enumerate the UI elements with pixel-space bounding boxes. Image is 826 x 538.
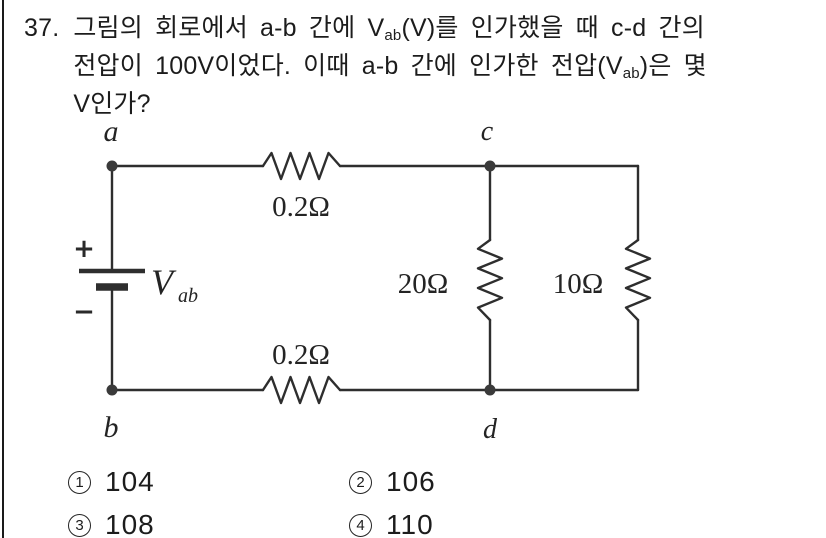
question-line1-pre: 그림의 회로에서 a-b 간에 V — [73, 14, 385, 42]
option-2-value: 106 — [386, 466, 436, 497]
resistor-bottom-zigzag — [261, 375, 342, 405]
resistor-bottom-label: 0.2Ω — [272, 339, 330, 371]
resistor-top-label: 0.2Ω — [272, 191, 330, 223]
option-4-value: 110 — [386, 509, 434, 538]
source-label-v: V — [151, 262, 177, 302]
resistor-right-label: 10Ω — [553, 268, 604, 300]
answer-option-2: 2 106 — [349, 466, 436, 498]
source-label-sub: ab — [178, 285, 198, 307]
question-number: 37. — [24, 14, 60, 42]
vab-subscript-2: ab — [622, 65, 640, 82]
node-b-label: b — [104, 411, 119, 444]
question-text: 그림의 회로에서 a-b 간에 Vab(V)를 인가했을 때 c-d 간의 전압… — [73, 13, 707, 120]
node-b-dot — [106, 384, 118, 396]
resistor-right-zigzag — [624, 238, 652, 322]
resistor-middle-zigzag — [476, 238, 504, 322]
node-c-dot — [484, 160, 496, 172]
question-line2-pre: 전압이 100V이었다. 이때 a-b 간에 인가한 전압(V — [73, 52, 623, 80]
vab-subscript-1: ab — [384, 27, 402, 44]
option-3-marker: 3 — [68, 513, 91, 537]
option-1-marker: 1 — [68, 470, 91, 494]
plus-sign: + — [73, 234, 95, 264]
node-c-label: c — [481, 116, 494, 147]
node-d-label: d — [483, 414, 498, 445]
page-left-border — [2, 0, 4, 538]
resistor-middle-label: 20Ω — [398, 268, 449, 300]
answer-option-3: 3 108 — [68, 509, 155, 538]
option-4-marker: 4 — [349, 513, 372, 537]
resistor-top-zigzag — [261, 151, 342, 181]
question-line-1: 그림의 회로에서 a-b 간에 Vab(V)를 인가했을 때 c-d 간의 — [73, 13, 707, 51]
question-line-2: 전압이 100V이었다. 이때 a-b 간에 인가한 전압(Vab)은 몇 — [73, 51, 707, 89]
minus-sign: − — [73, 297, 95, 327]
node-d-dot — [484, 384, 496, 396]
question-line-3: V인가? — [73, 90, 151, 118]
node-a-dot — [106, 160, 118, 172]
option-2-marker: 2 — [349, 470, 372, 494]
question-line1-post: (V)를 인가했을 때 c-d 간의 — [401, 14, 705, 42]
option-1-value: 104 — [105, 466, 155, 497]
answer-option-4: 4 110 — [349, 509, 434, 538]
answer-option-1: 1 104 — [68, 466, 155, 498]
option-3-value: 108 — [105, 509, 155, 538]
question-block: 37. 그림의 회로에서 a-b 간에 Vab(V)를 인가했을 때 c-d 간… — [24, 13, 707, 120]
question-line2-post: )은 몇 — [639, 52, 707, 80]
